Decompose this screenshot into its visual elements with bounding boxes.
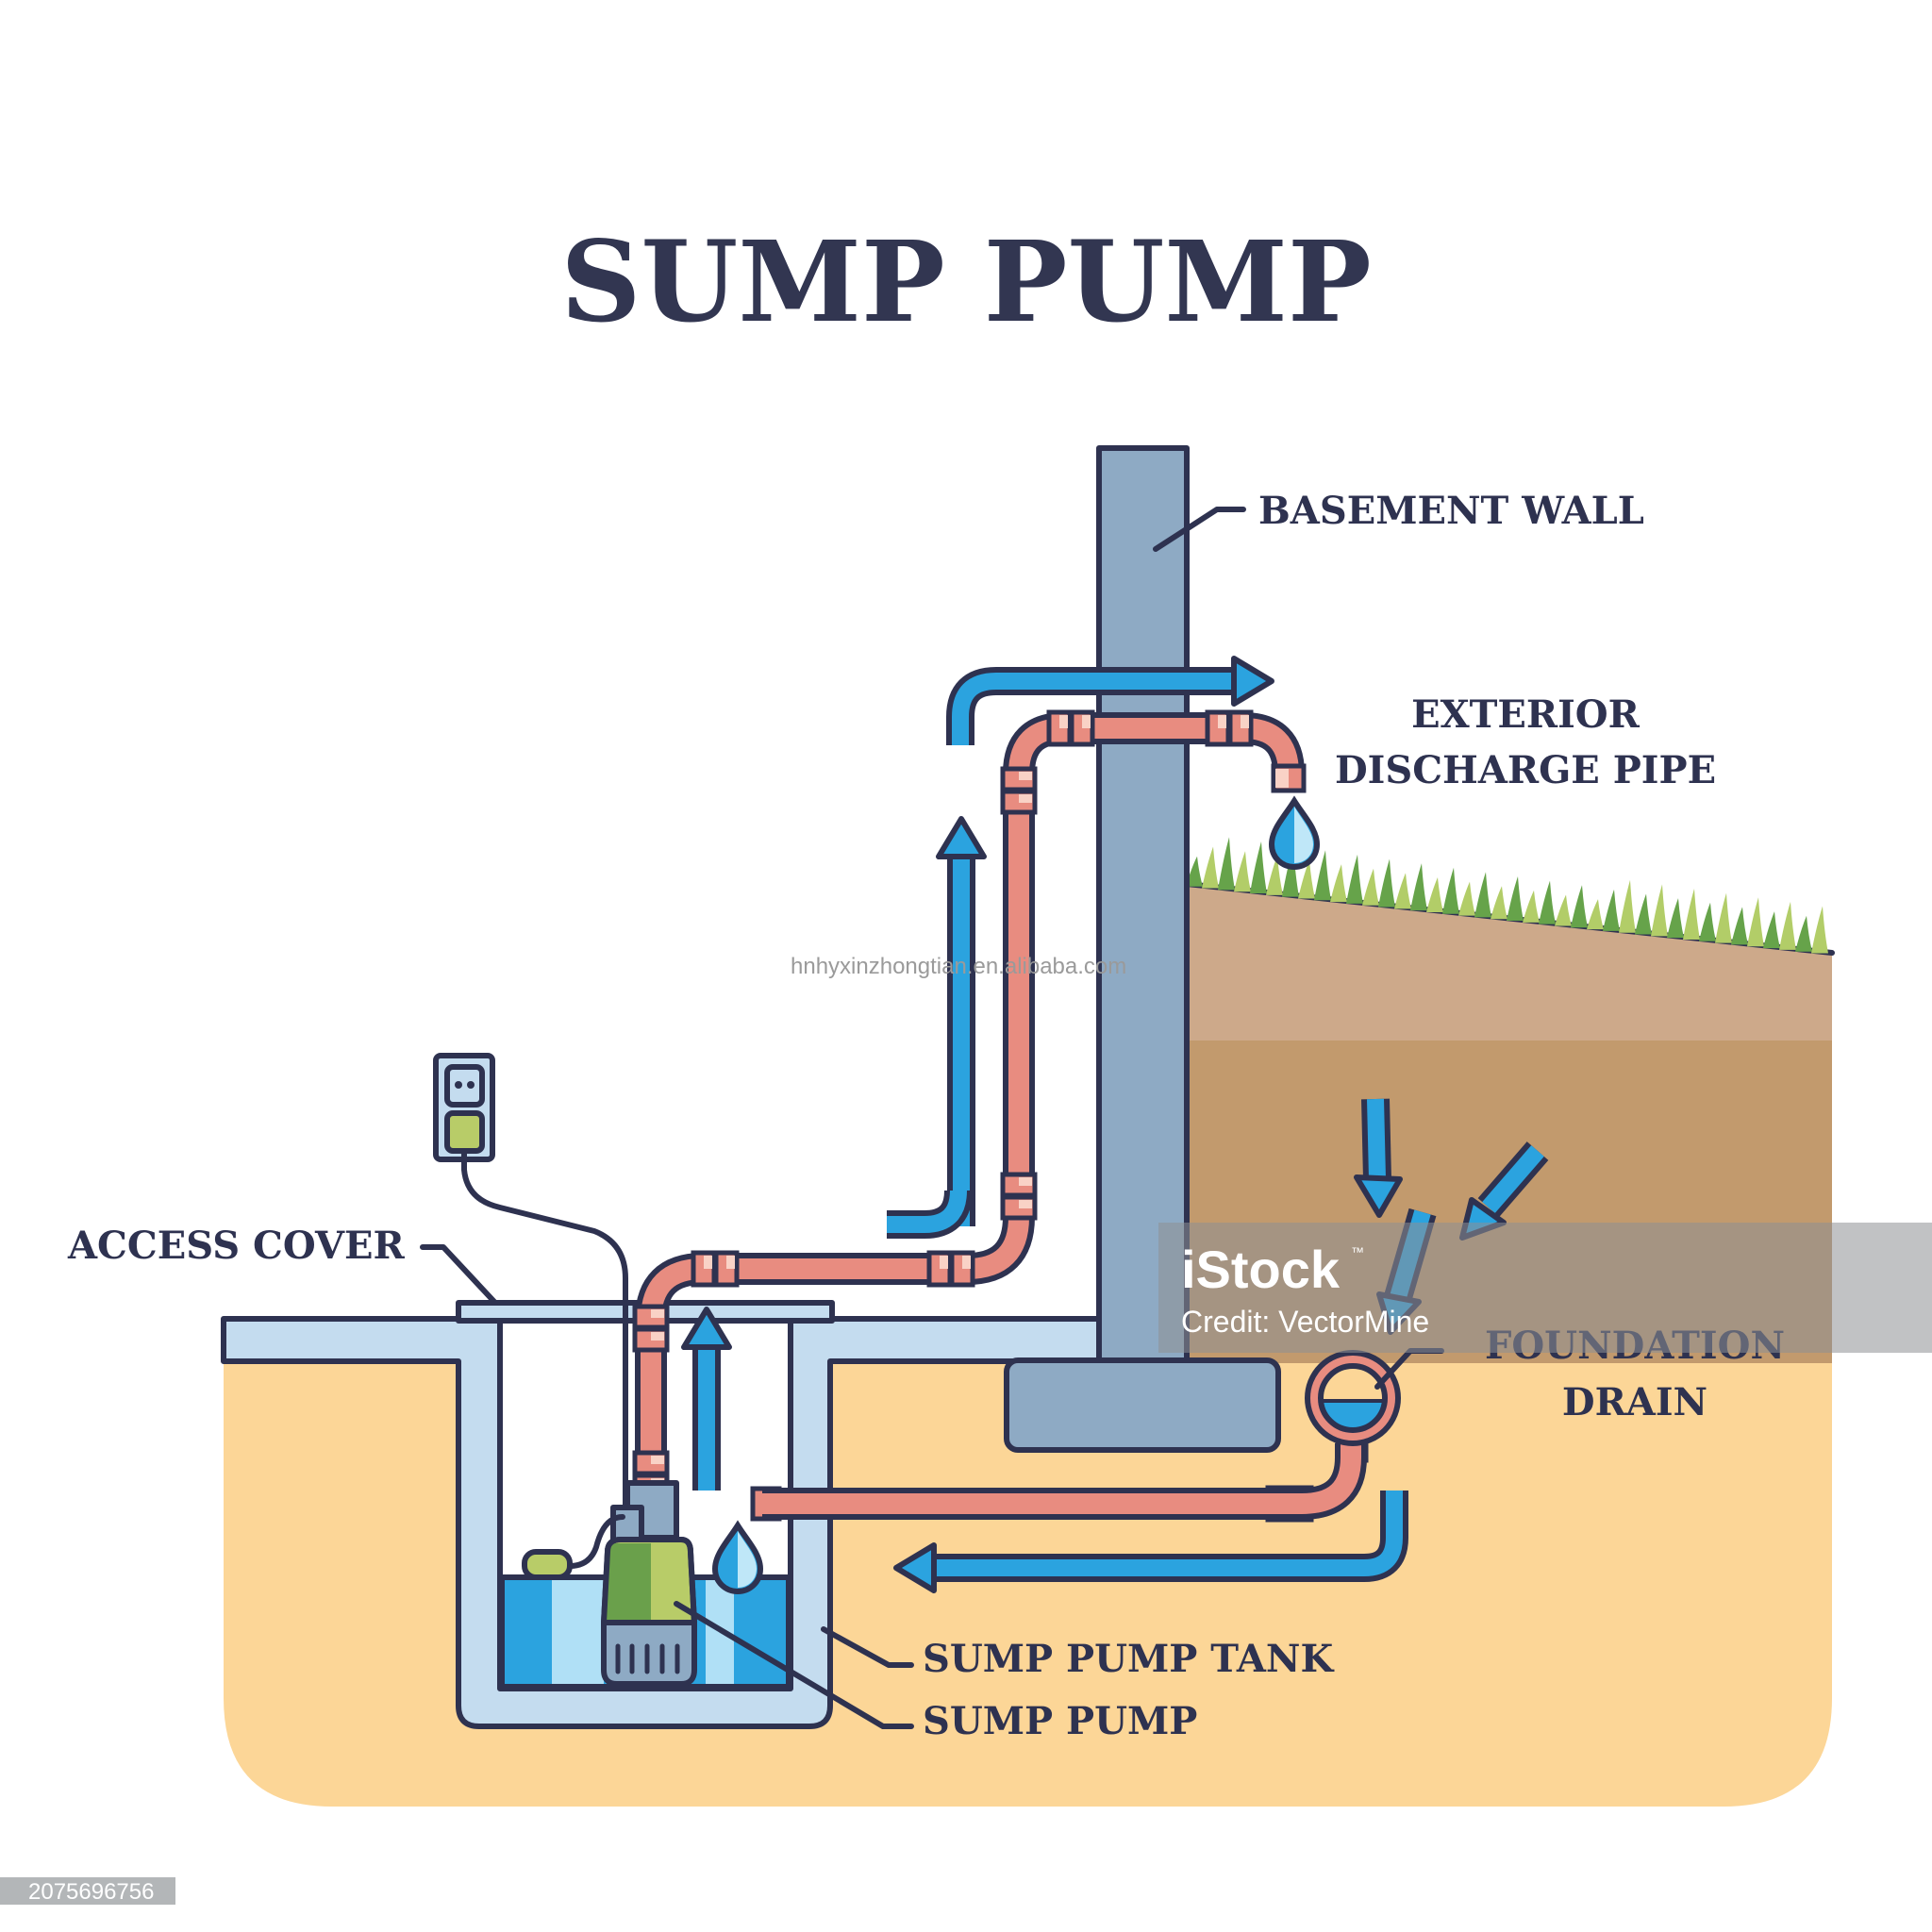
grass-blade: [1715, 892, 1732, 943]
label-sump-pump: SUMP PUMP: [923, 1699, 1197, 1743]
power-outlet-icon: [433, 1053, 495, 1162]
grass-blade: [1571, 885, 1588, 928]
grass-blade: [1474, 872, 1491, 918]
grass-blade: [1507, 876, 1524, 922]
grass-blade: [1458, 881, 1475, 916]
grass-blade: [1699, 902, 1716, 941]
label-exterior-discharge-pipe-1: EXTERIOR: [1411, 692, 1641, 737]
label-foundation-drain-2: DRAIN: [1562, 1380, 1707, 1424]
grass-blade: [1314, 850, 1331, 901]
grass-blade: [1394, 873, 1411, 909]
label-basement-wall: BASEMENT WALL: [1258, 489, 1644, 533]
grass-blade: [1218, 837, 1235, 891]
flow-arrow-icon: [887, 1190, 973, 1239]
grass-blade: [1410, 863, 1427, 911]
flow-arrow-icon: [946, 656, 1274, 745]
wall-footing: [1004, 1357, 1281, 1453]
grass-blade: [1635, 893, 1652, 935]
grass-blade: [1234, 851, 1251, 892]
grass-blade: [1587, 899, 1604, 930]
drain-inlet-pipe: [762, 1441, 1367, 1520]
grass-blade: [1491, 886, 1507, 920]
istock-brand: iStock: [1181, 1240, 1341, 1299]
flow-arrow-icon: [893, 1491, 1408, 1593]
grass: [1186, 837, 1828, 954]
grass-blade: [1298, 859, 1315, 899]
soil-top-layer: [1187, 884, 1832, 1042]
grass-blade: [1619, 879, 1636, 933]
grass-blade: [1731, 907, 1748, 945]
grass-blade: [1186, 856, 1203, 887]
grass-blade: [1523, 890, 1540, 923]
flow-arrow-icon: [681, 1307, 732, 1491]
grass-blade: [1378, 858, 1395, 908]
grass-blade: [1811, 906, 1828, 954]
image-id: 2075696756: [28, 1879, 154, 1905]
basement-wall: [1096, 445, 1190, 1366]
grass-blade: [1346, 854, 1363, 904]
grass-blade: [1763, 911, 1780, 949]
power-cord: [461, 1148, 628, 1522]
grass-blade: [1266, 855, 1283, 895]
grass-blade: [1779, 901, 1796, 950]
water-drop-icon: [711, 1520, 764, 1595]
flow-arrow-icon: [1354, 1098, 1403, 1218]
label-access-cover: ACCESS COVER: [67, 1224, 406, 1268]
water-drops: [711, 795, 1321, 1595]
grass-blade: [1250, 841, 1267, 894]
grass-blade: [1362, 868, 1379, 906]
grass-blade: [1667, 898, 1684, 939]
istock-watermark: iStock ™ Credit: VectorMine: [1158, 1223, 1932, 1353]
grass-blade: [1683, 888, 1700, 940]
label-exterior-discharge-pipe-2: DISCHARGE PIPE: [1335, 748, 1716, 792]
discharge-pipe: [635, 712, 1305, 1491]
istock-credit: Credit: VectorMine: [1181, 1305, 1429, 1339]
sump-pump: [522, 1480, 697, 1687]
grass-blade: [1202, 846, 1219, 889]
grass-blade: [1555, 894, 1572, 926]
grass-blade: [1603, 889, 1620, 931]
watermark-site: hnhyxinzhongtian.en.alibaba.com: [791, 954, 1126, 979]
label-sump-pump-tank: SUMP PUMP TANK: [923, 1637, 1334, 1681]
istock-tm: ™: [1351, 1244, 1364, 1259]
grass-blade: [1795, 915, 1812, 952]
flow-arrow-icon: [936, 816, 987, 1226]
image-id-badge: 2075696756: [0, 1877, 175, 1905]
grass-blade: [1539, 880, 1556, 924]
grass-blade: [1330, 864, 1347, 903]
grass-blade: [1282, 845, 1299, 897]
water-drop-icon: [1268, 795, 1321, 871]
grass-blade: [1442, 867, 1459, 914]
diagram-title: SUMP PUMP: [560, 216, 1372, 347]
foundation-drain: [1305, 1350, 1401, 1446]
grass-blade: [1747, 897, 1764, 947]
grass-blade: [1651, 884, 1668, 937]
grass-blade: [1426, 876, 1443, 912]
